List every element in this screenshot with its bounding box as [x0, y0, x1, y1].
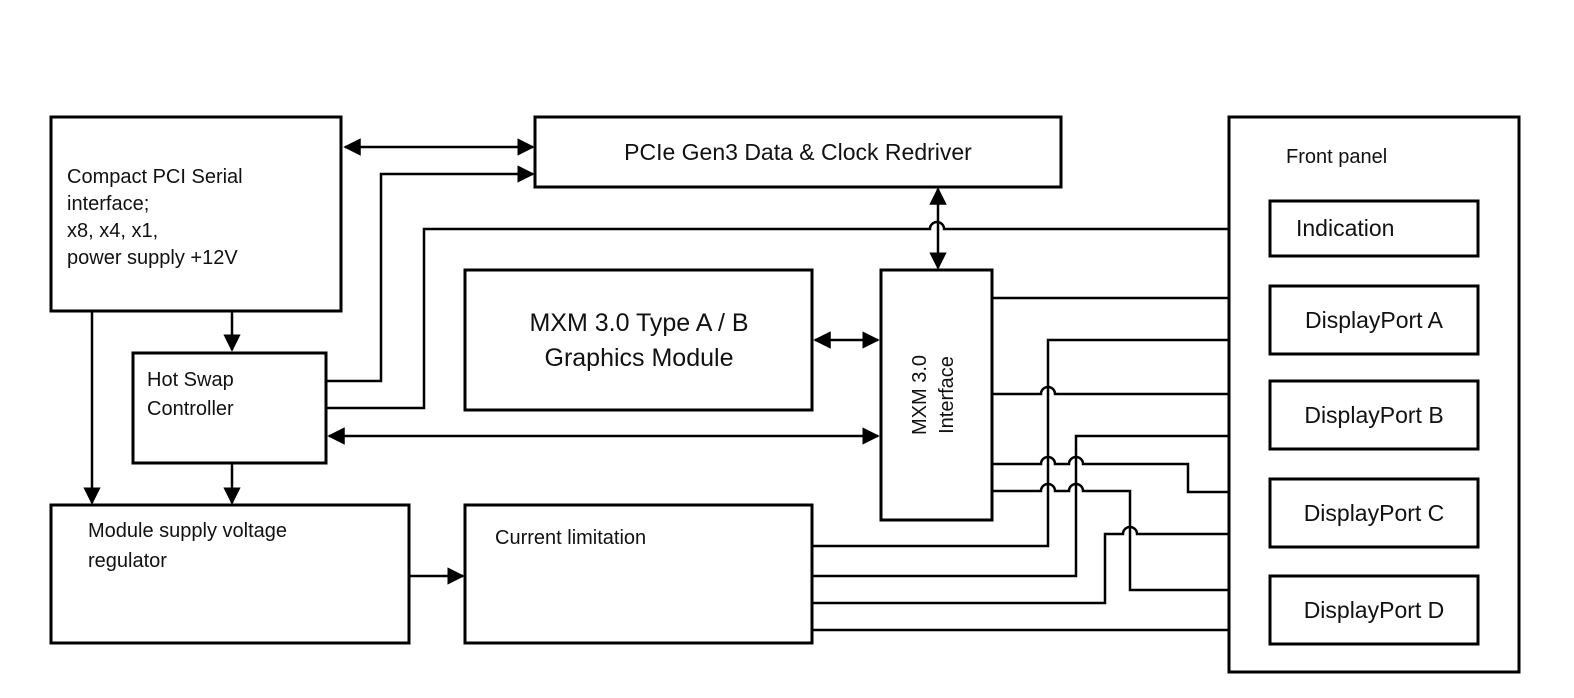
displayport-c-label: DisplayPort C — [1304, 500, 1445, 526]
supply-regulator-block: Module supply voltage regulator — [49, 503, 411, 645]
power-hotswap-redriver — [327, 165, 535, 383]
regulator-line-1: Module supply voltage — [88, 520, 287, 542]
mxm-graphics-module-block: MXM 3.0 Type A / B Graphics Module — [463, 268, 814, 412]
signal-mxm-dp-d — [993, 482, 1270, 599]
displayport-c-block: DisplayPort C — [1268, 477, 1480, 549]
displayport-a-label: DisplayPort A — [1305, 307, 1444, 333]
cpci-line-4: power supply +12V — [67, 247, 238, 269]
mxm-interface-block: MXM 3.0 Interface — [879, 268, 994, 522]
displayport-b-block: DisplayPort B — [1268, 379, 1480, 451]
indication-block: Indication — [1268, 199, 1480, 258]
indication-label: Indication — [1296, 215, 1394, 241]
power-current-dp-c — [813, 525, 1270, 605]
regulator-line-2: regulator — [88, 550, 167, 572]
hot-swap-line-1: Hot Swap — [147, 369, 234, 391]
redriver-label: PCIe Gen3 Data & Clock Redriver — [624, 139, 972, 165]
mxm-module-line-2: Graphics Module — [545, 344, 734, 372]
cpci-line-1: Compact PCI Serial — [67, 166, 243, 188]
displayport-d-block: DisplayPort D — [1268, 574, 1480, 646]
hot-swap-controller-block: Hot Swap Controller — [131, 351, 328, 465]
current-limitation-block: Current limitation — [463, 503, 814, 645]
signal-mxm-dp-c — [993, 455, 1270, 501]
signal-mxm-dp-b — [993, 385, 1270, 403]
cpci-interface-block: Compact PCI Serial interface; x8, x4, x1… — [49, 115, 343, 313]
redriver-block: PCIe Gen3 Data & Clock Redriver — [533, 115, 1063, 189]
mxm-interface-line-1: MXM 3.0 — [909, 355, 931, 435]
displayport-d-label: DisplayPort D — [1304, 597, 1445, 623]
cpci-line-2: interface; — [67, 193, 149, 215]
power-current-dp-b — [813, 427, 1270, 578]
cpci-line-3: x8, x4, x1, — [67, 220, 158, 242]
displayport-a-block: DisplayPort A — [1268, 284, 1480, 356]
power-current-dp-a — [813, 331, 1270, 548]
displayport-b-label: DisplayPort B — [1304, 402, 1443, 428]
mxm-interface-line-2: Interface — [936, 356, 958, 434]
mxm-module-line-1: MXM 3.0 Type A / B — [529, 309, 748, 337]
current-limitation-label: Current limitation — [495, 527, 646, 549]
connections — [83, 138, 1270, 639]
hot-swap-line-2: Controller — [147, 398, 234, 420]
front-panel-label: Front panel — [1286, 146, 1387, 168]
